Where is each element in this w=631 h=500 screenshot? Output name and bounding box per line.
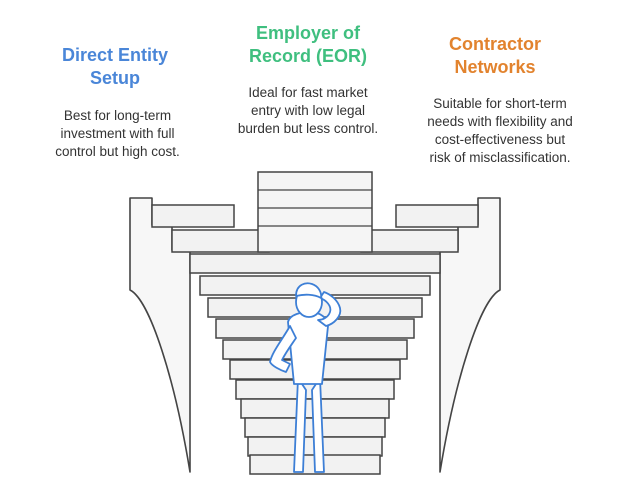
eor-title: Employer of Record (EOR): [248, 23, 367, 66]
direct-entity-title: Direct Entity Setup: [61, 45, 169, 88]
contractor-networks-title: Contractor Networks: [448, 34, 541, 77]
eor-description: Ideal for fast market entry with low leg…: [237, 85, 379, 136]
stair-step-1: [189, 253, 441, 274]
person-left-arm: [269, 325, 297, 373]
right-step-ledge-2: [360, 229, 459, 253]
person-left-leg: [293, 377, 307, 473]
thinking-person-icon: [269, 282, 342, 473]
center-tower: [257, 171, 373, 253]
direct-entity-description: Best for long-term investment with full …: [55, 108, 180, 159]
contractor-networks-description: Suitable for short-term needs with flexi…: [427, 96, 573, 165]
right-step-ledge-1: [395, 204, 479, 228]
person-hair: [295, 282, 323, 299]
left-step-ledge-2: [171, 229, 270, 253]
left-step-ledge-1: [151, 204, 235, 228]
